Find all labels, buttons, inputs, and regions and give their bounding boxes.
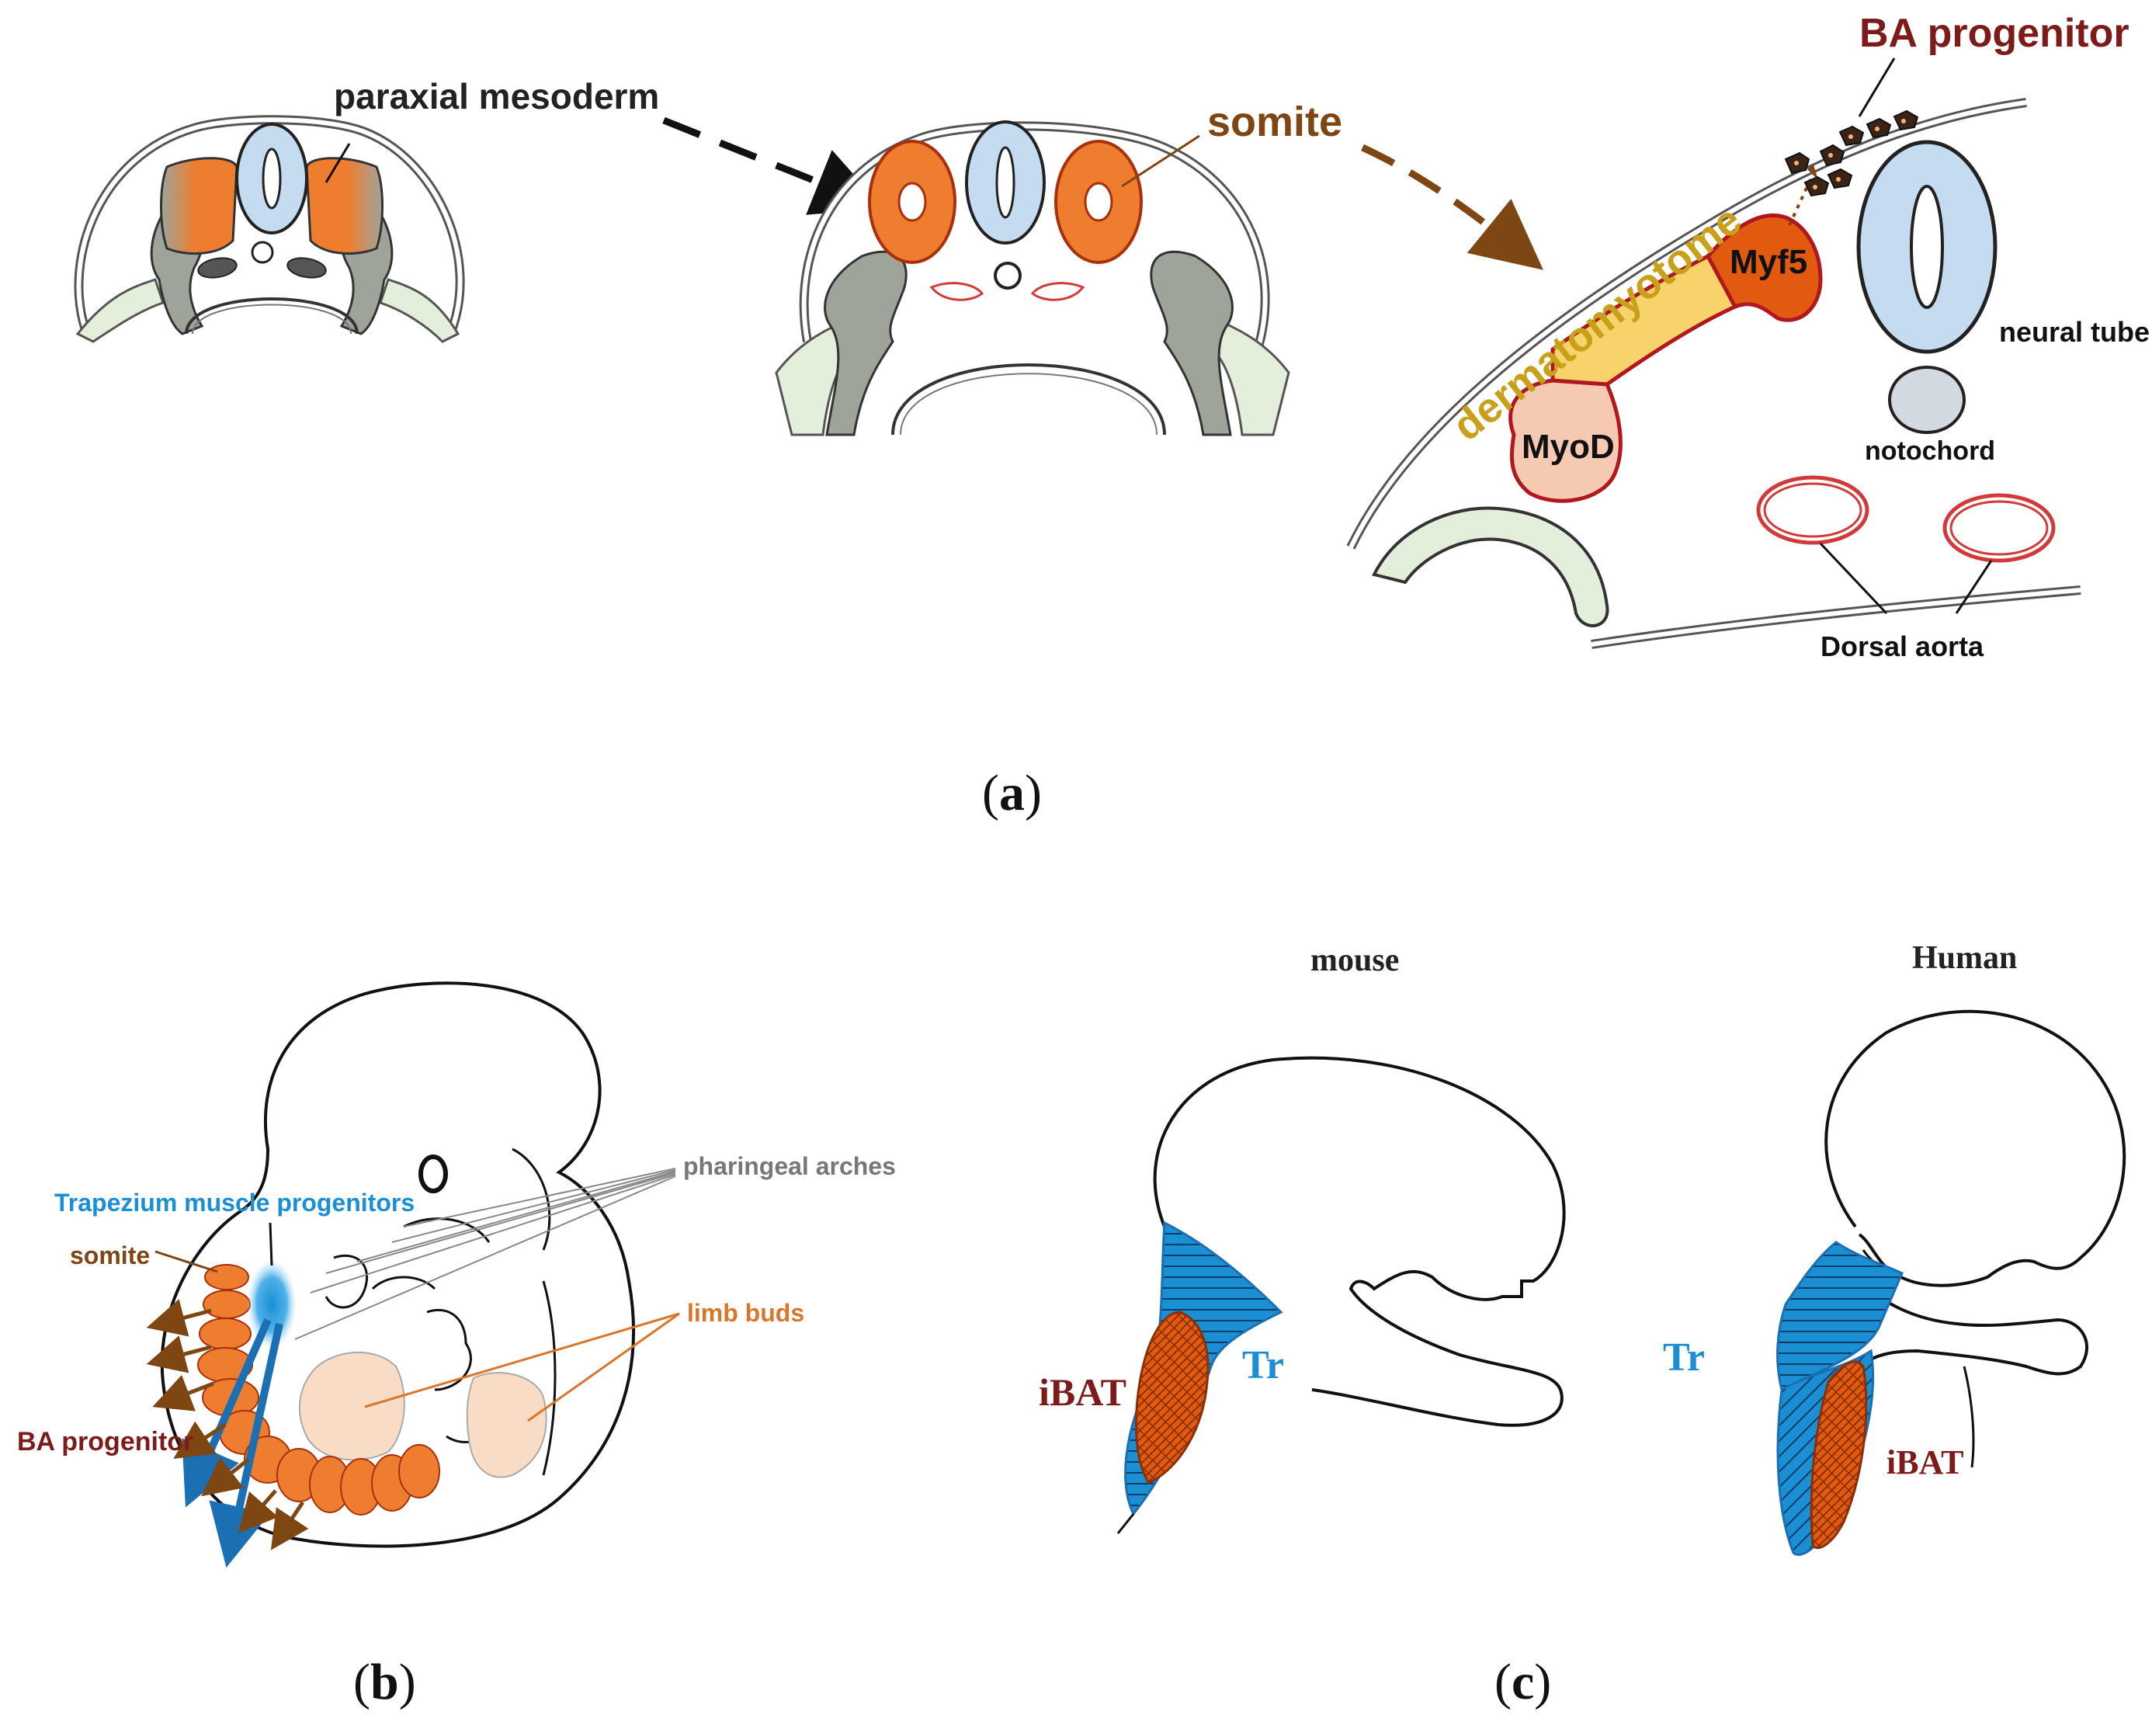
gray-tissue-right-2 bbox=[1150, 250, 1234, 436]
arrow-paraxial-to-somite bbox=[662, 116, 884, 215]
human-embryo: Human Tr iBAT bbox=[1663, 940, 2126, 1556]
mouse-embryo: mouse Tr iBAT bbox=[1039, 943, 1566, 1534]
label-somite-b: somite bbox=[70, 1241, 150, 1269]
label-ibat-human: iBAT bbox=[1886, 1443, 1963, 1481]
label-somite: somite bbox=[1207, 99, 1342, 145]
myf5-region bbox=[1705, 213, 1823, 322]
dorsal-aorta-left-3 bbox=[1756, 475, 1869, 545]
label-dorsal-aorta: Dorsal aorta bbox=[1821, 630, 1984, 662]
panel-c: mouse Tr iBAT Human Tr iBAT (c) bbox=[1039, 940, 2126, 1710]
hindlimb-bud bbox=[466, 1372, 547, 1478]
notochord-1 bbox=[251, 241, 274, 264]
dorsal-aorta-right-2 bbox=[1030, 282, 1085, 301]
label-neural-tube: neural tube bbox=[1999, 316, 2150, 348]
panel-b: Trapezium muscle progenitors pharingeal … bbox=[17, 981, 896, 1710]
label-pharingeal-arches: pharingeal arches bbox=[683, 1152, 896, 1180]
panel-a: paraxial mesoderm bbox=[74, 11, 2150, 821]
label-notochord: notochord bbox=[1865, 436, 1995, 466]
somite-chain bbox=[197, 1264, 440, 1516]
arrow-somite-to-dermatomyotome bbox=[1361, 144, 1543, 270]
myod-region bbox=[1508, 378, 1623, 503]
dorsal-aorta-right-1 bbox=[286, 257, 327, 279]
panel-label-c: (c) bbox=[1494, 1654, 1551, 1710]
ba-progenitor-cells bbox=[1784, 109, 1919, 197]
dorsal-aorta-left-2 bbox=[929, 282, 984, 301]
paraxial-mesoderm-left bbox=[160, 157, 238, 255]
notochord-2 bbox=[994, 262, 1022, 290]
label-myf5: Myf5 bbox=[1730, 243, 1807, 281]
mouse-outline bbox=[1153, 1056, 1566, 1427]
embryo-section-paraxial: paraxial mesoderm bbox=[74, 76, 659, 343]
label-mouse: mouse bbox=[1310, 943, 1399, 978]
human-ibat bbox=[1810, 1360, 1868, 1550]
label-paraxial-mesoderm: paraxial mesoderm bbox=[334, 76, 659, 116]
label-ba-progenitor-a: BA progenitor bbox=[1859, 11, 2129, 56]
notochord-3 bbox=[1888, 366, 1966, 434]
panel-label-a: (a) bbox=[982, 765, 1042, 821]
green-tissue-left-1 bbox=[75, 278, 165, 343]
mouse-ibat bbox=[1134, 1311, 1210, 1484]
human-outline bbox=[1824, 1009, 2126, 1287]
label-human: Human bbox=[1912, 940, 2017, 976]
eye-b bbox=[418, 1154, 448, 1193]
label-tr-mouse: Tr bbox=[1242, 1343, 1284, 1387]
gray-tissue-left-2 bbox=[824, 250, 908, 436]
label-myod: MyoD bbox=[1522, 428, 1615, 466]
paraxial-mesoderm-right bbox=[305, 157, 384, 255]
dorsal-aorta-left-1 bbox=[197, 257, 238, 279]
ba-migration-arrows bbox=[146, 1299, 309, 1550]
dorsal-aorta-right-3 bbox=[1942, 493, 2056, 563]
label-tr-human: Tr bbox=[1663, 1335, 1705, 1380]
label-ibat-mouse: iBAT bbox=[1039, 1370, 1126, 1414]
embryo-section-somite: somite bbox=[775, 99, 1342, 436]
green-tissue-right-1 bbox=[379, 278, 460, 343]
label-limb-buds: limb buds bbox=[687, 1299, 804, 1327]
dermatomyotome-detail: BA progenitor dermatomyotome Myf5 MyoD n… bbox=[1346, 11, 2150, 662]
pharingeal-leaders bbox=[294, 1168, 676, 1340]
green-tissue-3 bbox=[1372, 506, 1609, 627]
panel-label-b: (b) bbox=[353, 1654, 416, 1710]
label-trapezium: Trapezium muscle progenitors bbox=[54, 1189, 415, 1217]
trapezium-progenitor-blob bbox=[247, 1259, 297, 1349]
label-ba-progenitor-b: BA progenitor bbox=[17, 1427, 193, 1457]
forelimb-bud bbox=[298, 1351, 405, 1461]
